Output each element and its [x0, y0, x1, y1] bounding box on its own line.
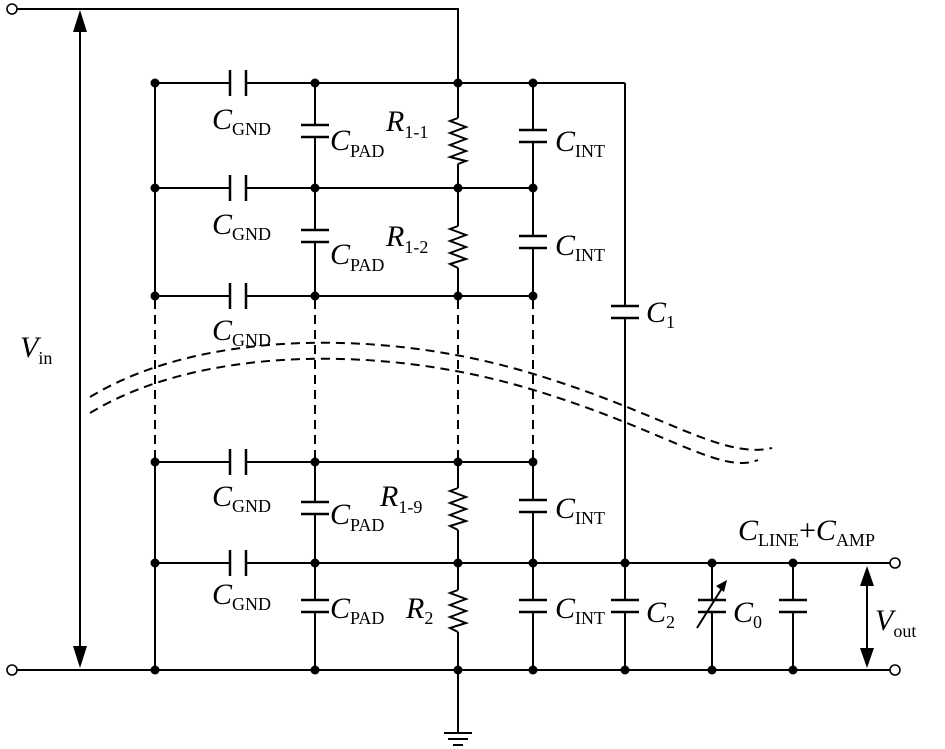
cint-label: CINT — [555, 125, 605, 161]
input-rail-top — [17, 8, 459, 83]
cline-camp-label: CLINE+CAMP — [738, 514, 875, 550]
break-curve-lower — [89, 357, 759, 465]
r12-resistor — [447, 225, 470, 269]
break-curve-upper — [89, 341, 773, 451]
c2-label: C2 — [646, 596, 675, 632]
cpad-label: CPAD — [330, 124, 384, 161]
cgnd-label: CGND — [212, 208, 271, 244]
cint-capacitor — [519, 128, 547, 614]
c0-label: C0 — [733, 596, 762, 632]
cpad-label: CPAD — [330, 238, 384, 275]
cgnd-label: CGND — [212, 103, 271, 139]
vout-label: Vout — [875, 604, 916, 641]
output-terminal-bottom[interactable] — [889, 664, 901, 676]
vin-label: Vin — [20, 331, 52, 368]
cpad-label: CPAD — [330, 592, 384, 628]
capacitors — [228, 70, 807, 629]
cint-label: CINT — [555, 592, 605, 628]
dashed-continuation — [89, 300, 773, 465]
ground-icon — [444, 732, 472, 746]
resistors — [446, 117, 470, 633]
r2-label: R2 — [405, 592, 433, 628]
r2-resistor — [447, 589, 470, 633]
r19-resistor — [447, 487, 470, 531]
r12-label: R1-2 — [385, 220, 428, 257]
cgnd-label: CGND — [212, 578, 271, 614]
input-terminal-bottom[interactable] — [6, 664, 18, 676]
cgnd-capacitor — [228, 70, 248, 576]
c2-capacitor — [611, 598, 639, 614]
r11-label: R1-1 — [385, 105, 428, 142]
c1-capacitor — [611, 304, 639, 320]
r19-label: R1-9 — [379, 480, 422, 517]
cpad-label: CPAD — [330, 498, 384, 535]
vin-arrow — [73, 10, 87, 668]
cpad-capacitor — [301, 123, 329, 614]
output-terminal-top[interactable] — [889, 557, 901, 569]
vout-arrow — [860, 566, 874, 668]
cint-label: CINT — [555, 229, 605, 265]
terminals — [6, 3, 901, 676]
input-terminal-top[interactable] — [6, 3, 18, 15]
r11-resistor — [446, 117, 470, 165]
c0-variable-capacitor — [696, 580, 727, 629]
cline-capacitor — [779, 598, 807, 614]
junction-dots — [150, 78, 798, 675]
cint-label: CINT — [555, 492, 605, 528]
cgnd-label: CGND — [212, 480, 271, 516]
cgnd-label: CGND — [212, 314, 271, 350]
c1-label: C1 — [646, 296, 675, 332]
labels: CGND CGND CGND CGND CGND CPAD CPAD CPAD … — [20, 103, 916, 641]
